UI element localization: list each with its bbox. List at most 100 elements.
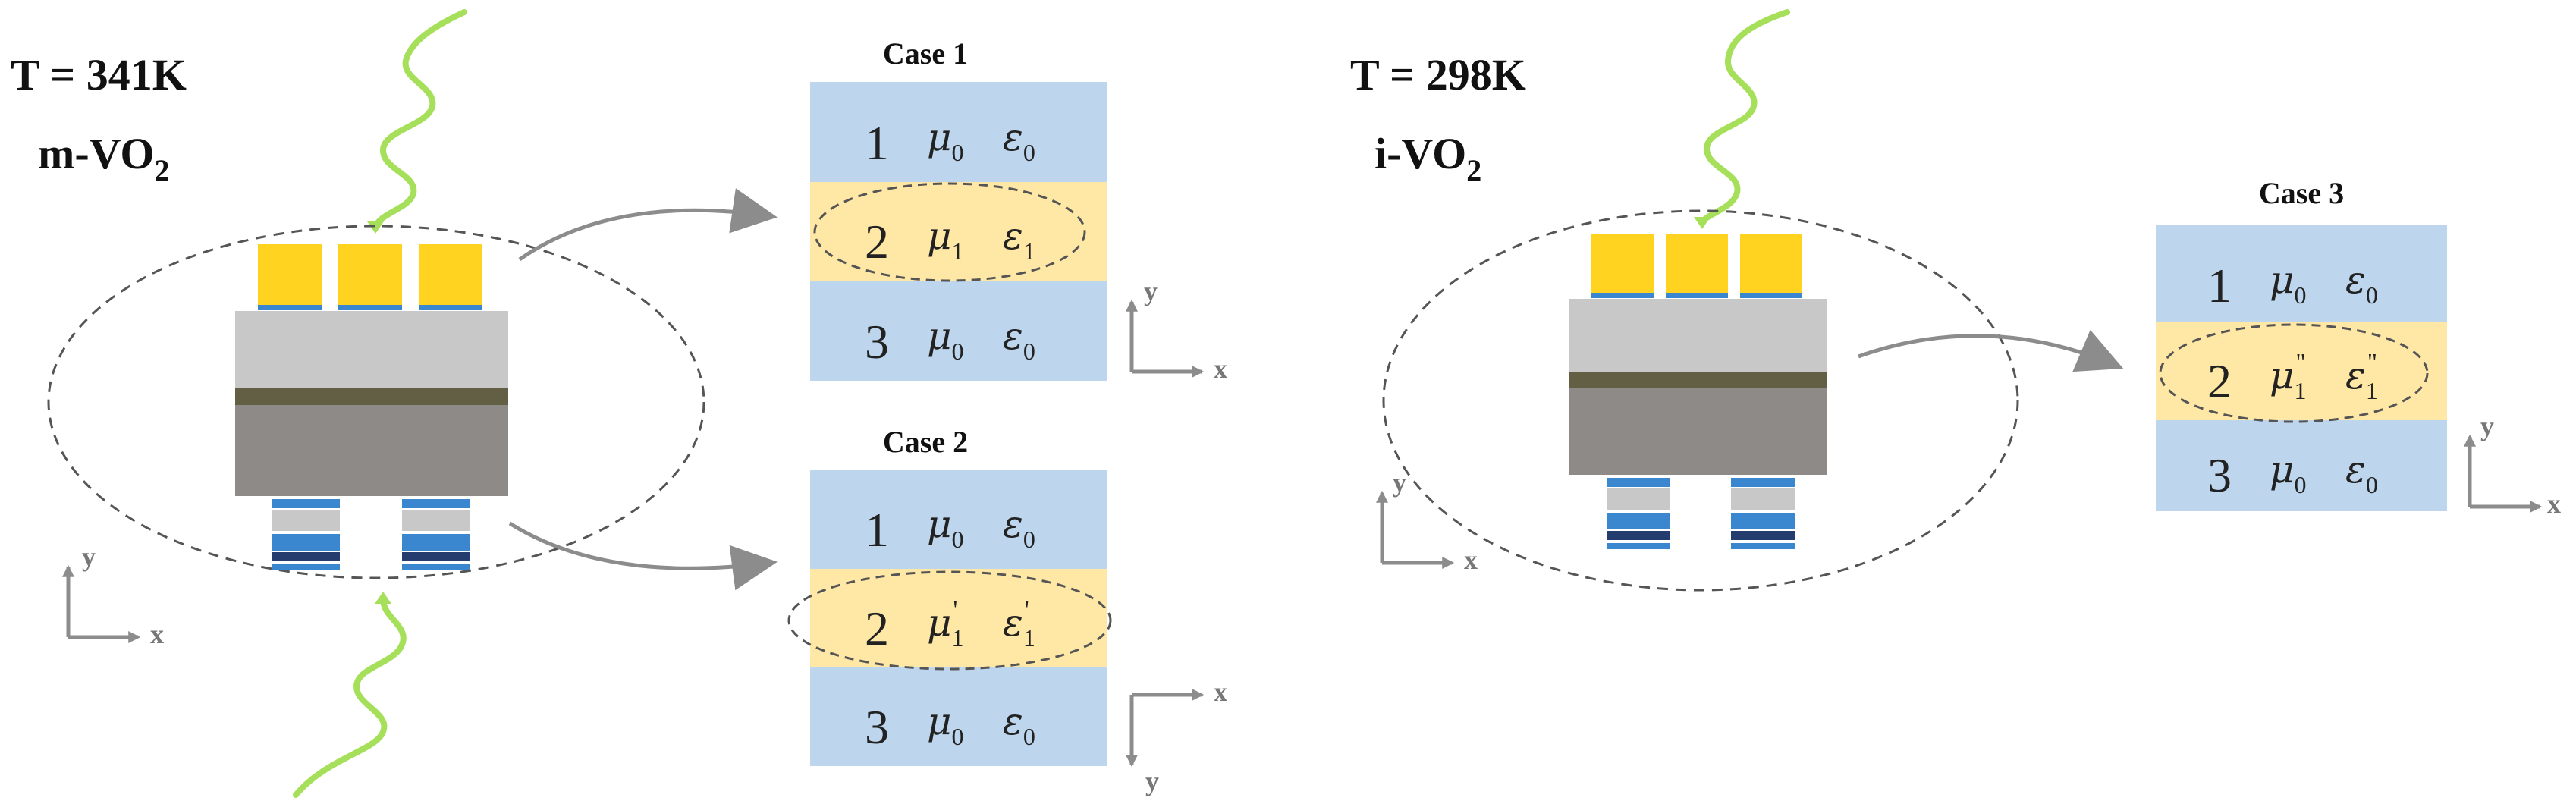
layer-number: 2	[865, 215, 889, 269]
left-device	[235, 244, 508, 570]
mu-symbol: μ1"	[2270, 348, 2307, 404]
case-2-title: Case 2	[883, 425, 968, 459]
right-axes: y x	[1376, 467, 1478, 575]
left-phase-main: m-VO	[38, 129, 154, 178]
case-3-layer-3	[2156, 420, 2447, 511]
case-2-axis-x-label: x	[1214, 677, 1227, 707]
case-1-axis-y-label: y	[1144, 276, 1158, 306]
epsilon-symbol: ε1	[1003, 214, 1035, 265]
right-phase-label: i-VO2	[1374, 129, 1481, 187]
gold-pad	[258, 244, 322, 308]
epsilon-symbol: ε0	[1003, 699, 1035, 750]
right-temperature-label: T = 298K	[1350, 50, 1526, 99]
right-axis-x-label: x	[1464, 545, 1478, 575]
gold-pad	[338, 244, 402, 308]
case-1-layer-2	[810, 182, 1107, 281]
epsilon-symbol: ε0	[2345, 448, 2378, 498]
right-device	[1569, 234, 1827, 549]
case-3-axes: y x	[2464, 411, 2561, 519]
case-2-axes: y x	[1126, 677, 1227, 796]
gold-pad	[1740, 234, 1802, 296]
bottom-stripe-stack	[1607, 478, 1670, 549]
case-3-axis-x-label: x	[2547, 488, 2561, 519]
right-panel: T = 298K i-VO2	[1350, 9, 2124, 592]
epsilon-symbol: ε0	[2345, 258, 2378, 309]
bottom-wave-left-arrowhead	[375, 592, 391, 604]
layer-number: 1	[2207, 259, 2232, 312]
right-axis-y-label: y	[1393, 467, 1406, 498]
epsilon-symbol: ε1"	[2345, 348, 2378, 404]
epsilon-symbol: ε0	[1003, 115, 1035, 166]
top-substrate-layer	[235, 311, 508, 388]
case-3-title: Case 3	[2259, 176, 2344, 210]
mu-symbol: μ0	[927, 699, 964, 750]
left-axes: y x	[62, 542, 164, 649]
pad-base-stripe	[1591, 293, 1654, 298]
pad-base-stripe	[258, 305, 322, 310]
layer-number: 3	[2207, 448, 2232, 502]
left-axis-x-label: x	[150, 619, 164, 649]
olive-interlayer	[1569, 372, 1827, 388]
case-3-ellipse	[2159, 323, 2429, 423]
right-phase-subscript: 2	[1466, 153, 1481, 187]
right-phase-main: i-VO	[1374, 129, 1466, 178]
left-phase-label: m-VO2	[38, 129, 169, 187]
case-1-title: Case 1	[883, 36, 968, 71]
layer-number: 1	[865, 116, 889, 170]
case-1-layer-3	[810, 281, 1107, 381]
left-axis-y-label: y	[82, 542, 96, 572]
mu-symbol: μ0	[2270, 258, 2307, 309]
mu-symbol: μ0	[2270, 448, 2307, 498]
layer-number: 3	[865, 700, 889, 754]
layer-number: 2	[2207, 354, 2232, 408]
gold-pad	[1591, 234, 1654, 296]
pad-base-stripe	[419, 305, 482, 310]
pad-base-stripe	[338, 305, 402, 310]
olive-interlayer	[235, 388, 508, 405]
gold-pad	[1666, 234, 1728, 296]
case-1-panel: Case 1 1 μ0 ε0 2 μ1 ε1 3 μ0 ε0 y x	[810, 36, 1227, 384]
layer-number: 2	[865, 601, 889, 655]
top-wave-right-arrowhead	[1694, 217, 1711, 229]
arrow-to-case-3	[1858, 329, 2124, 372]
case-1-layer-1	[810, 82, 1107, 182]
arrow-to-case-1	[518, 188, 778, 262]
epsilon-symbol: ε0	[1003, 314, 1035, 365]
pad-base-stripe	[1740, 293, 1802, 298]
case-2-layer-3	[810, 667, 1107, 766]
bottom-substrate-layer	[235, 405, 508, 496]
arrow-to-case-2	[508, 521, 778, 591]
top-wave-left-arrowhead	[367, 221, 384, 234]
bottom-stripe-stack	[272, 499, 340, 570]
epsilon-symbol: ε1'	[1003, 595, 1035, 652]
case-1-axis-x-label: x	[1214, 353, 1227, 384]
layer-number: 3	[865, 315, 889, 369]
top-substrate-layer	[1569, 299, 1827, 372]
top-wave-left	[372, 9, 467, 231]
mu-symbol: μ1	[927, 214, 964, 265]
mu-symbol: μ0	[927, 115, 964, 166]
case-2-panel: Case 2 1 μ0 ε0 2 μ1' ε1' 3 μ0 ε0 y x	[787, 425, 1227, 796]
gold-pad	[419, 244, 482, 308]
top-wave-right	[1699, 9, 1790, 226]
pad-base-stripe	[1666, 293, 1728, 298]
left-temperature-label: T = 341K	[11, 50, 187, 99]
case-3-layer-2	[2156, 322, 2447, 420]
bottom-wave-left	[293, 596, 407, 798]
case-3-layer-1	[2156, 225, 2447, 322]
left-phase-subscript: 2	[154, 153, 169, 187]
case-3-panel: Case 3 1 μ0 ε0 2 μ1" ε1" 3 μ0 ε0 y x	[2156, 176, 2561, 519]
case-3-axis-y-label: y	[2480, 411, 2494, 441]
case-1-axes: y x	[1126, 276, 1227, 384]
bottom-stripe-stack	[402, 499, 470, 570]
bottom-substrate-layer	[1569, 388, 1827, 475]
left-device-ellipse	[47, 225, 705, 579]
case-2-ellipse	[787, 570, 1112, 671]
mu-symbol: μ0	[927, 502, 964, 553]
case-1-ellipse	[813, 182, 1086, 282]
bottom-stripe-stack	[1731, 478, 1795, 549]
case-2-layer-1	[810, 470, 1107, 569]
case-2-layer-2	[810, 569, 1107, 667]
left-panel: T = 341K m-VO2	[11, 9, 778, 798]
